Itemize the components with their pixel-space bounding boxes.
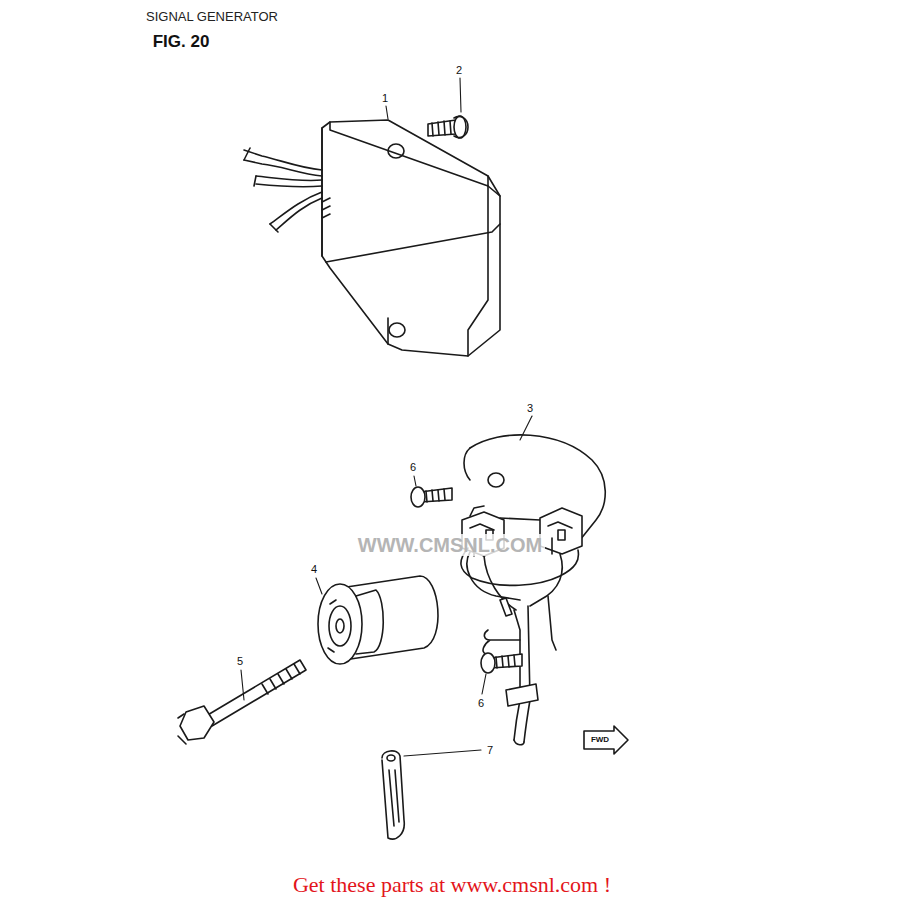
screw — [481, 653, 522, 673]
pickup-plate — [461, 435, 605, 745]
rotor-bolt — [178, 660, 306, 744]
callout-number: 6 — [410, 462, 416, 473]
signal-rotor — [318, 576, 438, 664]
callout-number: 4 — [311, 564, 317, 575]
direction-mark: FWD — [591, 736, 609, 744]
watermark: WWW.CMSNL.COM — [355, 534, 545, 556]
callout-number: 5 — [237, 656, 243, 667]
screw — [411, 487, 452, 507]
callout-number: 6 — [478, 698, 484, 709]
leader-lines — [241, 78, 532, 756]
callout-number: 2 — [456, 65, 462, 76]
callout-number: 3 — [527, 403, 533, 414]
screw — [428, 116, 468, 138]
figure-number: FIG. 20 — [153, 33, 210, 50]
igniter-unit — [244, 120, 500, 356]
forward-arrow — [584, 726, 628, 754]
diagram-title: SIGNAL GENERATOR — [146, 10, 278, 23]
callout-number: 1 — [382, 93, 388, 104]
footer-caption: Get these parts at www.cmsnl.com ! — [293, 874, 611, 896]
callout-number: 7 — [487, 745, 493, 756]
clamp-strap — [382, 751, 404, 839]
